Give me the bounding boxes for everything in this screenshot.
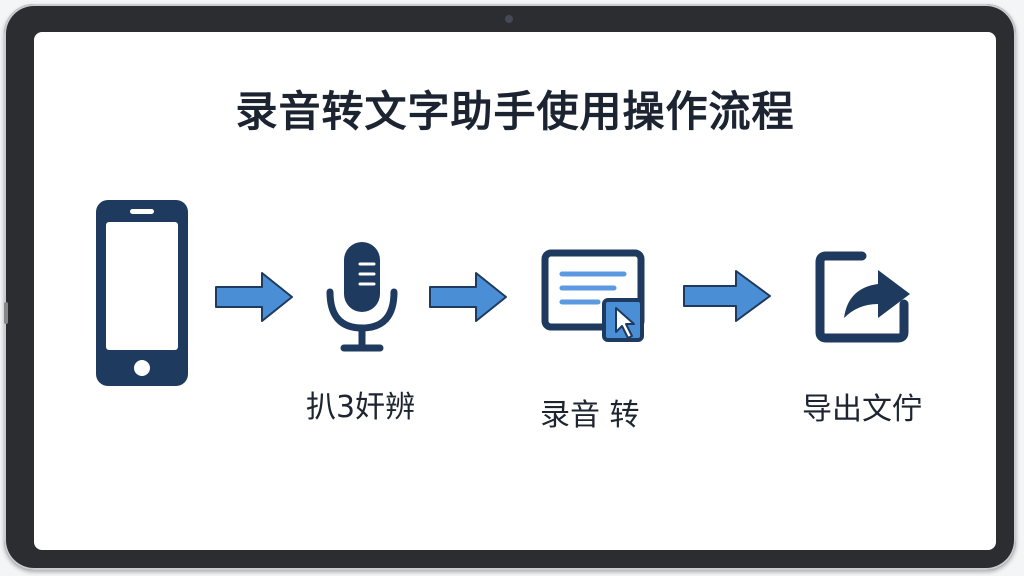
step-label-transcribe: 录音 转	[540, 398, 640, 433]
arrow-right-icon	[429, 272, 507, 322]
camera-dot	[505, 15, 513, 23]
tablet-frame: 录音转文字助手使用操作流程	[4, 4, 1016, 570]
page-title: 录音转文字助手使用操作流程	[235, 87, 795, 136]
arrow-right-icon	[215, 272, 293, 322]
export-share-icon	[815, 251, 910, 343]
microphone-icon	[326, 242, 398, 352]
step-label-record: 扒3奸辨	[306, 390, 416, 425]
side-button	[4, 302, 8, 324]
arrow-right-icon	[683, 270, 771, 322]
document-edit-icon	[541, 249, 645, 342]
step-label-export: 导出文佇	[802, 392, 922, 427]
smartphone-icon	[96, 200, 188, 386]
screen: 录音转文字助手使用操作流程	[34, 32, 996, 550]
